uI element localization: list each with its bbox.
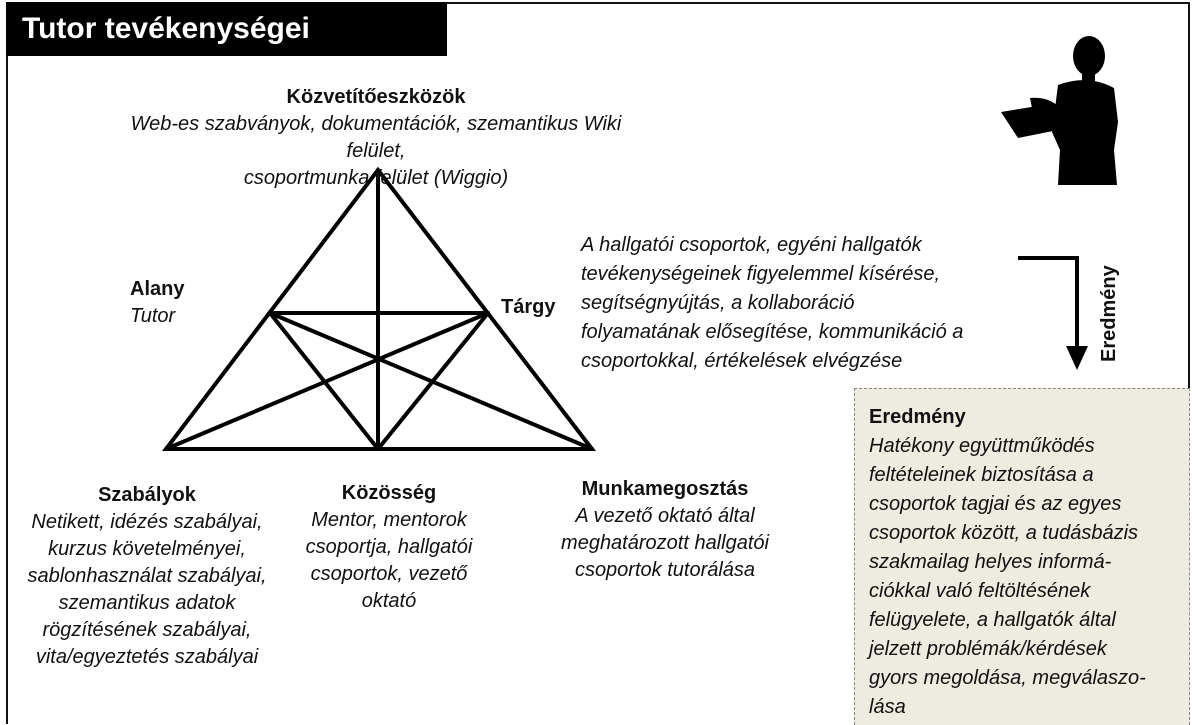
subject-heading: Alany	[130, 278, 185, 300]
rules-node: Szabályok Netikett, idézés szabályai, ku…	[12, 482, 282, 671]
slide-frame	[6, 2, 1190, 724]
rules-line-2: kurzus követelményei,	[48, 538, 246, 560]
community-heading: Közösség	[341, 482, 437, 504]
community-line-2: csoportja, hallgatói	[305, 536, 473, 558]
division-line-1: A vezető oktató által	[575, 505, 755, 527]
page-title: Tutor tevékenységei	[6, 2, 447, 56]
outcome-arrow-label: Eredmény	[1098, 265, 1120, 362]
mediating-tools-line-2: csoportmunka felület (Wiggio)	[243, 167, 509, 189]
outcome-arrow	[1018, 256, 1088, 370]
outcome-line-5: szakmailag helyes informá-	[869, 551, 1112, 573]
rules-line-1: Netikett, idézés szabályai,	[31, 511, 263, 533]
outcome-line-6: ciókkal való feltöltésének	[869, 580, 1091, 602]
object-desc-line-2: tevékenységeinek figyelemmel kísérése,	[581, 263, 941, 285]
outcome-heading: Eredmény	[869, 406, 966, 428]
mediating-tools-line-1: Web-es szabványok, dokumentációk, szeman…	[130, 113, 622, 162]
subject-body: Tutor	[130, 305, 176, 327]
inner-line-right-to-bottom-left	[164, 311, 490, 451]
outcome-line-7: felügyelete, a hallgatók által	[869, 609, 1116, 631]
rules-line-3: sablonhasználat szabályai,	[27, 565, 267, 587]
object-desc-line-4: folyamatának elősegítése, kommunikáció a	[581, 321, 964, 343]
outcome-line-1: Hatékony együttműködés	[869, 435, 1095, 457]
outcome-line-4: csoportok között, a tudásbázis	[869, 522, 1139, 544]
object-node: Tárgy	[501, 294, 571, 321]
division-line-2: meghatározott hallgatói	[561, 532, 769, 554]
outcome-line-9: gyors megoldása, megválaszo-	[869, 667, 1146, 689]
division-of-labor-node: Munkamegosztás A vezető oktató által meg…	[540, 476, 790, 584]
rules-line-4: szemantikus adatok	[58, 592, 236, 614]
object-heading: Tárgy	[501, 296, 556, 318]
rules-line-6: vita/egyeztetés szabályai	[35, 646, 259, 668]
subject-node: Alany Tutor	[130, 276, 230, 330]
object-desc-line-3: segítségnyújtás, a kollaboráció	[581, 292, 855, 314]
outcome-line-10: lása	[869, 696, 906, 718]
community-line-3: csoportok, vezető	[310, 563, 468, 585]
inner-line-left-to-bottom-right	[268, 311, 594, 451]
person-with-tablet-icon	[1001, 36, 1118, 185]
mediating-tools-heading: Közvetítőeszközök	[286, 86, 466, 108]
community-line-1: Mentor, mentorok	[311, 509, 467, 531]
outcome-line-8: jelzett problémák/kérdések	[869, 638, 1107, 660]
rules-heading: Szabályok	[98, 484, 196, 506]
outcome-line-2: feltételeinek biztosítása a	[869, 464, 1094, 486]
object-desc-line-1: A hallgatói csoportok, egyéni hallgatók	[581, 234, 922, 256]
division-heading: Munkamegosztás	[581, 478, 749, 500]
outcome-box: Eredmény Hatékony együttműködés feltétel…	[854, 388, 1190, 725]
community-node: Közösség Mentor, mentorok csoportja, hal…	[289, 480, 489, 615]
object-desc-line-5: csoportokkal, értékelések elvégzése	[581, 350, 903, 372]
community-line-4: oktató	[361, 590, 417, 612]
rules-line-5: rögzítésének szabályai,	[42, 619, 252, 641]
object-description: A hallgatói csoportok, egyéni hallgatók …	[581, 231, 1001, 376]
mediating-tools-node: Közvetítőeszközök Web-es szabványok, dok…	[100, 84, 652, 192]
division-line-3: csoportok tutorálása	[574, 559, 756, 581]
outcome-line-3: csoportok tagjai és az egyes	[869, 493, 1122, 515]
